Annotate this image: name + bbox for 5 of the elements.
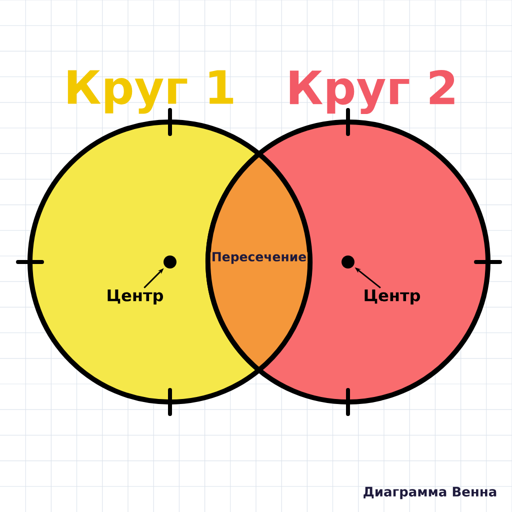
- caption: Диаграмма Венна: [364, 486, 496, 500]
- center-label: Центр: [108, 290, 164, 304]
- circle-heading: Круг 2: [290, 70, 454, 114]
- circle-heading: Круг 1: [68, 70, 234, 114]
- center-dot: [164, 256, 176, 268]
